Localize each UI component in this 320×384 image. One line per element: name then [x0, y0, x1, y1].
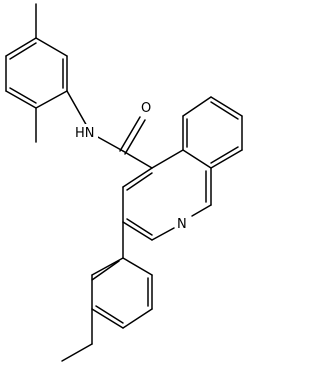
- quinoline-n-symbol: N: [177, 217, 187, 232]
- quinoline-benzo-ring: [182, 96, 243, 169]
- carbonyl-double-bond-b: [124, 119, 146, 155]
- carbonyl-o-symbol: O: [141, 101, 151, 116]
- carbonyl-oxygen-label: O: [139, 99, 153, 116]
- n-carbonyl-bond: [95, 135, 124, 152]
- svg-text:HN: HN: [75, 126, 95, 141]
- dimethylphenyl-ring: [5, 37, 68, 109]
- aryl-n-bond: [66, 90, 89, 129]
- quinoline-pyridine-ring: [122, 149, 212, 241]
- amide-nh-label: HN: [70, 124, 98, 141]
- carbonyl-double-bond-a: [119, 116, 141, 152]
- amide-h-symbol: H: [75, 126, 85, 141]
- quinoline-nitrogen-label: N: [175, 215, 189, 232]
- chemical-structure: HN O N: [5, 3, 243, 362]
- ethylphenyl-ring: [91, 257, 153, 329]
- ethyl-ch3-bond: [61, 343, 93, 362]
- carbonyl-c4-bond: [122, 150, 153, 169]
- amide-n-symbol: N: [85, 126, 95, 141]
